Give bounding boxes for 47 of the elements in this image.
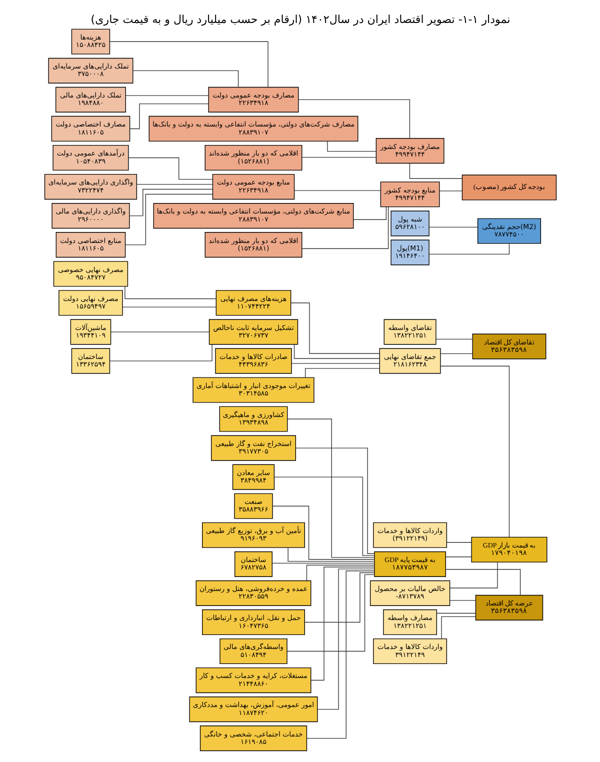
connector (273, 476, 374, 556)
connector (316, 568, 374, 710)
connector (352, 206, 386, 220)
connector (295, 448, 374, 554)
connector (272, 506, 374, 560)
connector (128, 157, 213, 180)
connector (128, 104, 208, 130)
connector (408, 163, 462, 179)
connector (306, 570, 374, 739)
connector (109, 41, 268, 88)
connector (271, 562, 374, 564)
connector (122, 306, 216, 308)
connector (440, 353, 472, 354)
connector (440, 616, 476, 640)
connector (298, 99, 410, 139)
connector (124, 194, 212, 246)
connector (293, 344, 380, 359)
connector (449, 562, 498, 588)
connector (124, 286, 216, 300)
connector (326, 140, 376, 152)
connector (286, 418, 374, 558)
connector (301, 206, 388, 249)
connector (445, 569, 520, 596)
connector (306, 564, 374, 581)
connector (136, 184, 212, 185)
connector (128, 188, 212, 216)
connector (428, 243, 510, 255)
connector (435, 338, 472, 340)
connector (293, 190, 380, 191)
connector (436, 612, 476, 614)
connector (449, 600, 476, 601)
diagram-title: نمودار ۱-۱- تصویر اقتصاد ایران در سال۱۴۰۲ (ارقام بر حسب میلیارد ریال و به قیمت جاری) (90, 12, 510, 26)
connector (132, 70, 238, 88)
connector (125, 95, 208, 96)
connector (304, 572, 374, 623)
connector (444, 556, 472, 558)
connector (446, 542, 472, 543)
connector (428, 226, 478, 228)
connector (109, 344, 212, 362)
connector (304, 368, 380, 378)
connector (301, 156, 376, 158)
connector (440, 366, 510, 538)
connector (287, 547, 374, 562)
connector (290, 363, 380, 364)
connector (290, 302, 380, 354)
connector (438, 190, 462, 192)
connector (286, 574, 374, 652)
